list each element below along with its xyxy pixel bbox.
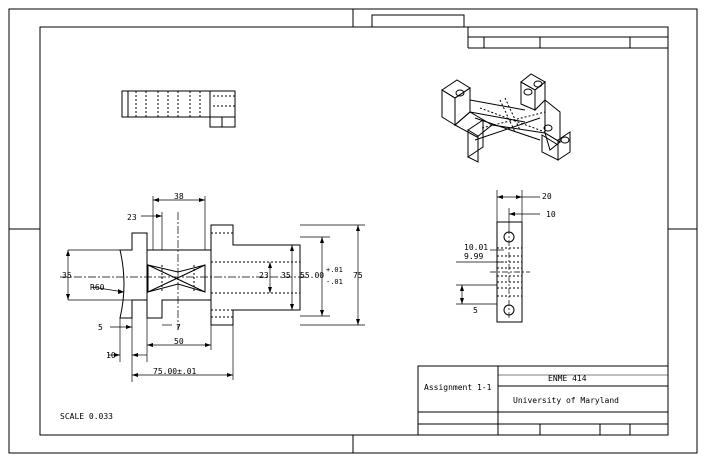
dim-50: 50 [174, 337, 184, 346]
school-label: University of Maryland [513, 396, 619, 405]
dim-55-plus: +.01 [326, 266, 343, 274]
dim-55: 55.00 [300, 271, 324, 280]
dim-23-center: 23 [259, 271, 269, 280]
dim-5-left: 5 [98, 323, 103, 332]
dim-10-left: 10 [106, 351, 116, 360]
isometric-view [441, 73, 571, 163]
dim-10-side: 10 [546, 210, 556, 219]
dim-75-width: 75.00±.01 [153, 367, 197, 376]
side-view [490, 221, 530, 323]
side-arrowheads [460, 195, 522, 304]
dim-20: 20 [542, 192, 552, 201]
dim-7: 7 [176, 323, 181, 332]
dim-r60: R60 [90, 283, 105, 292]
assignment-label: Assignment 1-1 [424, 383, 492, 392]
dim-10-01: 10.01 [464, 243, 488, 252]
course-label: ENME 414 [548, 374, 587, 383]
front-view-dimensions [67, 196, 365, 382]
dim-9-99: 9.99 [464, 252, 483, 261]
dim-75: 75 [353, 271, 363, 280]
dim-38: 38 [174, 192, 184, 201]
dim-35-right: 35 [281, 271, 291, 280]
dim-5-side: 5 [473, 306, 478, 315]
front-view [60, 212, 308, 330]
dim-55-minus: -.01 [326, 278, 343, 286]
dim-23-top: 23 [127, 213, 137, 222]
title-block [417, 365, 669, 436]
top-view [121, 90, 236, 128]
side-view-dimensions [456, 190, 540, 305]
dim-35-left: 35 [62, 271, 72, 280]
scale-note: SCALE 0.033 [60, 412, 113, 421]
outer-border [8, 8, 698, 454]
revision-block [467, 27, 668, 49]
arrowheads [66, 198, 360, 377]
